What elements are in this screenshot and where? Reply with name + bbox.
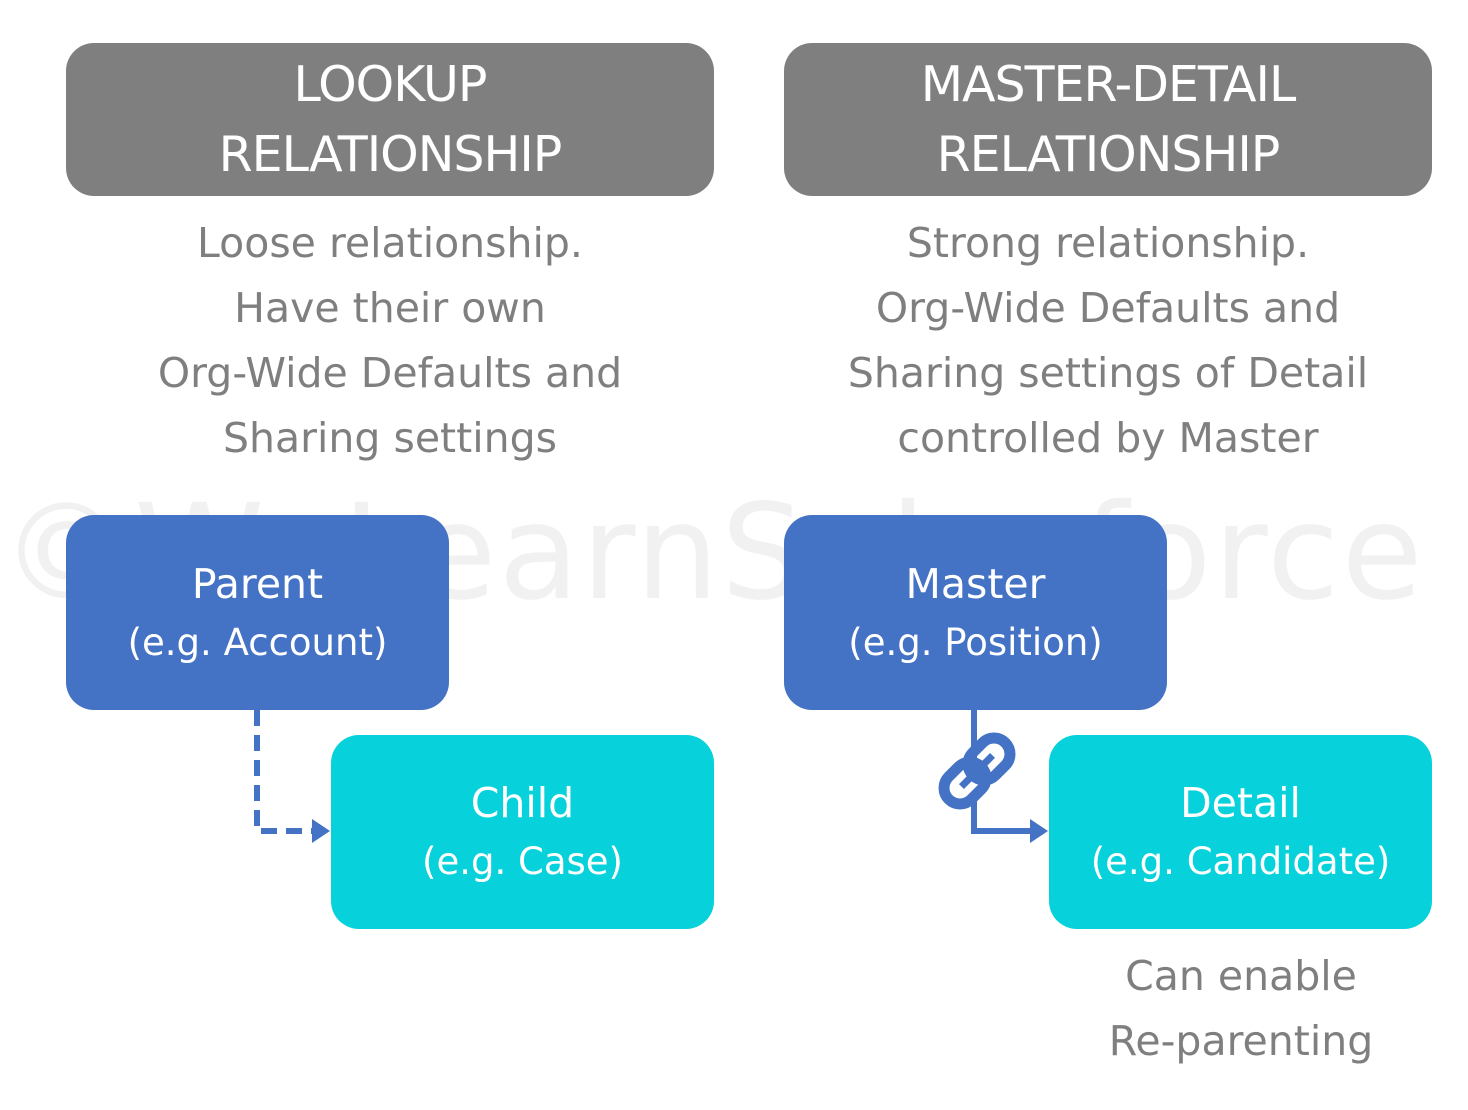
master-label: Master	[905, 559, 1046, 608]
lookup-connector-arrow	[254, 710, 330, 843]
master-detail-description: Strong relationship. Org-Wide Defaults a…	[784, 211, 1432, 471]
master-detail-description-line: Org-Wide Defaults and	[875, 284, 1341, 332]
detail-label: Detail	[1180, 779, 1301, 827]
child-label: Child	[470, 779, 575, 827]
lookup-description-line: Have their own	[234, 284, 546, 332]
lookup-title-line-1: LOOKUP	[293, 55, 488, 113]
child-object-box: Child (e.g. Case)	[331, 735, 714, 929]
lookup-relationship-header: LOOKUP RELATIONSHIP	[66, 43, 714, 196]
lookup-title-line-2: RELATIONSHIP	[218, 125, 563, 183]
lookup-description-line: Org-Wide Defaults and	[157, 349, 623, 397]
chain-link-icon	[938, 732, 1016, 810]
lookup-description: Loose relationship. Have their own Org-W…	[66, 211, 714, 471]
detail-example: (e.g. Candidate)	[1090, 840, 1391, 883]
parent-label: Parent	[191, 559, 324, 608]
master-object-box: Master (e.g. Position)	[784, 515, 1167, 710]
detail-object-box: Detail (e.g. Candidate)	[1049, 735, 1432, 929]
reparenting-note-line: Re-parenting	[1108, 1017, 1374, 1065]
child-example: (e.g. Case)	[422, 840, 623, 883]
master-detail-title-line-2: RELATIONSHIP	[936, 125, 1281, 183]
master-detail-description-line: Strong relationship.	[906, 219, 1310, 267]
master-detail-relationship-header: MASTER-DETAIL RELATIONSHIP	[784, 43, 1432, 196]
master-example: (e.g. Position)	[848, 620, 1103, 664]
master-detail-description-line: controlled by Master	[897, 414, 1319, 462]
master-detail-description-line: Sharing settings of Detail	[847, 349, 1369, 397]
parent-example: (e.g. Account)	[127, 620, 388, 664]
reparenting-note: Can enable Re-parenting	[1050, 944, 1432, 1074]
lookup-description-line: Loose relationship.	[197, 219, 583, 267]
master-detail-title-line-1: MASTER-DETAIL	[920, 55, 1297, 113]
lookup-description-line: Sharing settings	[223, 414, 557, 462]
parent-object-box: Parent (e.g. Account)	[66, 515, 449, 710]
reparenting-note-line: Can enable	[1125, 952, 1357, 1000]
